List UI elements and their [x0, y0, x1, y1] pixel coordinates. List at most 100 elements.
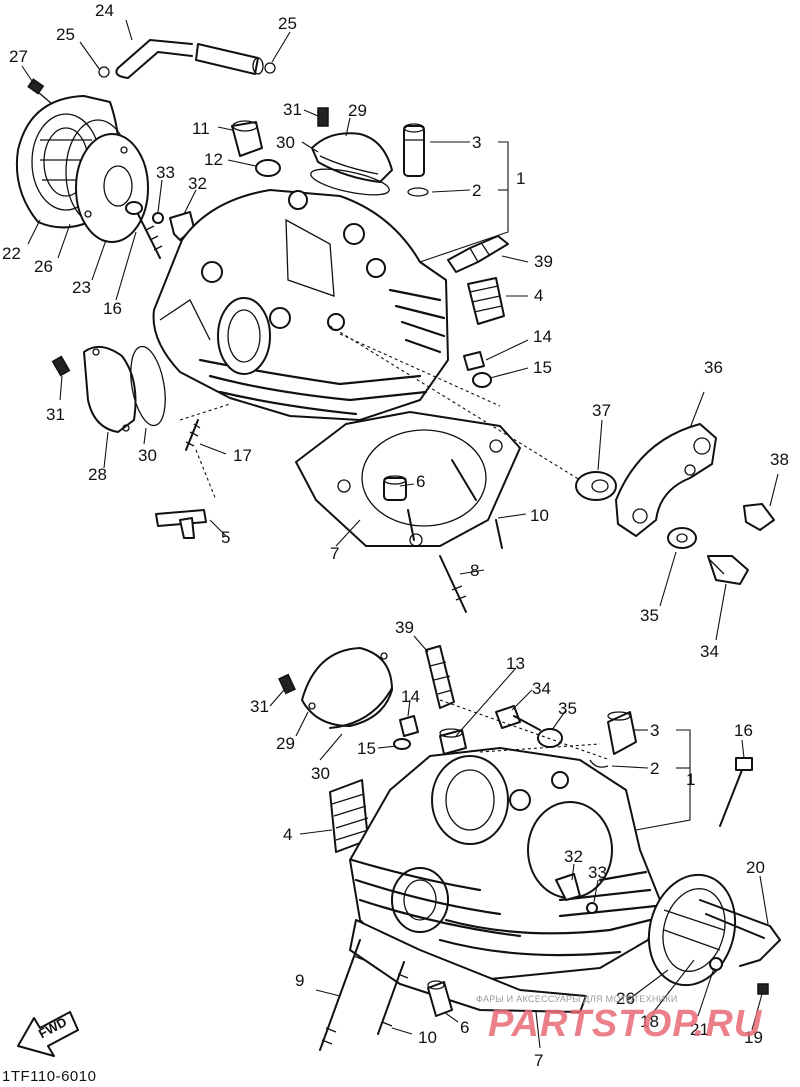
callout-6: 6 — [416, 472, 426, 491]
mount-bolt — [707, 555, 749, 585]
callout-39: 39 — [534, 252, 553, 271]
watermark-brand: PARTSTOP.RU — [488, 1003, 763, 1045]
bolt — [317, 107, 329, 127]
head-gasket — [349, 919, 587, 1013]
o-ring — [310, 168, 390, 196]
sleeve — [607, 711, 637, 755]
diagram-code: 1TF110-6010 — [2, 1068, 97, 1085]
washer — [152, 212, 164, 224]
o-ring — [329, 687, 393, 729]
callout-4: 4 — [534, 286, 544, 305]
callout-25: 25 — [56, 25, 75, 44]
callout-10: 10 — [418, 1028, 437, 1047]
cylinder-head — [152, 189, 449, 421]
stud — [495, 519, 503, 549]
washer — [472, 372, 492, 388]
spark-plug — [425, 645, 455, 709]
callout-5: 5 — [221, 528, 231, 547]
callout-6: 6 — [460, 1018, 470, 1037]
callout-19: 19 — [744, 1028, 763, 1047]
callout-4: 4 — [283, 825, 293, 844]
callout-9: 9 — [295, 971, 305, 990]
callout-26: 26 — [34, 257, 53, 276]
callout-17: 17 — [233, 446, 252, 465]
callout-24: 24 — [95, 1, 114, 20]
stud — [185, 419, 201, 451]
long-stud — [319, 939, 365, 1051]
callout-25: 25 — [278, 14, 297, 33]
breather-pipe — [699, 899, 781, 967]
callout-31: 31 — [46, 405, 65, 424]
callout-30: 30 — [311, 764, 330, 783]
callout-29: 29 — [348, 101, 367, 120]
callout-23: 23 — [72, 278, 91, 297]
callout-2: 2 — [472, 181, 482, 200]
oil-pipe — [155, 509, 207, 539]
valve-spring — [467, 277, 505, 325]
plug — [463, 351, 485, 371]
leader-lines-bottom — [269, 635, 769, 1049]
callout-10: 10 — [530, 506, 549, 525]
callout-1: 1 — [516, 169, 526, 188]
tappet-cover — [311, 132, 393, 183]
callout-2: 2 — [650, 759, 660, 778]
breather-plate — [75, 133, 149, 243]
callout-15: 15 — [533, 358, 552, 377]
bolt — [51, 355, 71, 377]
side-cover — [83, 345, 137, 433]
top-head-assembly — [15, 19, 779, 641]
callout-35: 35 — [640, 606, 659, 625]
washer — [667, 527, 697, 549]
spark-plug — [447, 235, 509, 273]
callout-7: 7 — [534, 1051, 544, 1070]
fwd-arrow — [17, 1011, 79, 1057]
callout-3: 3 — [472, 133, 482, 152]
callout-31: 31 — [283, 100, 302, 119]
callout-27: 27 — [9, 47, 28, 66]
watermark-caption: ФАРЫ И АКСЕССУАРЫ ДЛЯ МОТОТЕХНИКИ — [476, 994, 678, 1004]
callout-30: 30 — [276, 133, 295, 152]
callout-21: 21 — [690, 1020, 709, 1039]
plug — [399, 715, 419, 737]
callout-18: 18 — [640, 1012, 659, 1031]
callout-34: 34 — [700, 642, 719, 661]
sleeve — [403, 123, 425, 177]
callout-7: 7 — [330, 544, 340, 563]
callout-8: 8 — [470, 561, 480, 580]
callout-32: 32 — [188, 174, 207, 193]
long-bolt — [719, 757, 753, 827]
callout-34: 34 — [532, 679, 551, 698]
callout-35: 35 — [558, 699, 577, 718]
cap — [231, 120, 263, 157]
o-ring — [130, 345, 166, 427]
long-bolt — [125, 201, 163, 259]
bottom-head-assembly — [17, 635, 781, 1057]
clip — [589, 759, 609, 768]
callout-33: 33 — [588, 863, 607, 882]
callout-14: 14 — [401, 687, 420, 706]
plug — [439, 728, 467, 755]
washer — [393, 738, 411, 750]
bolt — [278, 673, 296, 695]
callout-37: 37 — [592, 401, 611, 420]
clip — [407, 187, 429, 197]
long-stud — [439, 555, 467, 613]
callout-14: 14 — [533, 327, 552, 346]
tappet-cover — [301, 647, 393, 727]
callout-29: 29 — [276, 734, 295, 753]
callout-20: 20 — [746, 858, 765, 877]
washer — [255, 159, 281, 177]
dowel-pin — [427, 980, 453, 1017]
dowel-pin — [383, 475, 407, 501]
stud — [407, 509, 415, 541]
bolt — [743, 503, 775, 531]
callout-16: 16 — [103, 299, 122, 318]
callout-1: 1 — [686, 770, 696, 789]
callout-30: 30 — [138, 446, 157, 465]
engine-mount-bracket — [615, 423, 717, 537]
bolt — [27, 78, 53, 105]
callout-22: 22 — [2, 244, 21, 263]
breather-hose — [115, 39, 264, 79]
